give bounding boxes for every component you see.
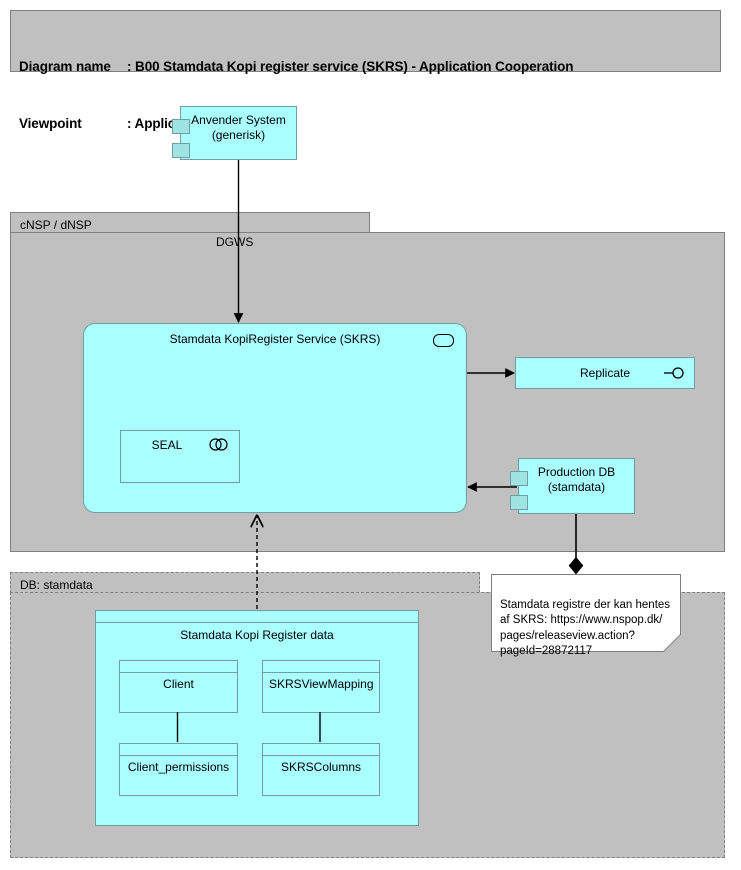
element-anvender-system-label: Anvender System (generisk) — [181, 113, 296, 143]
element-skrs-service[interactable]: Stamdata KopiRegister Service (SKRS) SEA… — [83, 323, 467, 513]
element-skr-data-label: Stamdata Kopi Register data — [180, 628, 334, 642]
element-seal-label: SEAL — [151, 438, 183, 452]
group-db-stamdata-header: DB: stamdata — [10, 572, 480, 593]
element-replicate-label: Replicate — [579, 366, 631, 380]
element-skrs-service-label: Stamdata KopiRegister Service (SKRS) — [169, 332, 381, 346]
component-tab-upper-icon — [172, 119, 190, 134]
component-tab-lower-icon — [172, 143, 190, 158]
element-skr-data[interactable]: Stamdata Kopi Register data Client SKRSV… — [95, 610, 419, 826]
component-tab-lower-icon — [510, 495, 528, 510]
element-seal[interactable]: SEAL — [120, 430, 240, 483]
two-circles-icon — [209, 438, 228, 451]
diagram-name-label: Diagram name — [19, 59, 111, 74]
anvender-system-line1: Anvender System — [191, 113, 286, 127]
production-db-line2: (stamdata) — [547, 480, 606, 494]
note-line-1: Stamdata registre der kan hentes — [500, 598, 671, 611]
rounded-oval-icon — [433, 334, 454, 347]
group-cnsp-dnsp-header: cNSP / dNSP — [10, 212, 370, 233]
element-anvender-system[interactable]: Anvender System (generisk) — [172, 106, 297, 160]
note-line-3: pages/releaseview.action? — [500, 629, 635, 642]
note-line-2: af SKRS: https://www.nspop.dk/ — [500, 614, 663, 626]
element-skrs-view-mapping[interactable]: SKRSViewMapping — [262, 660, 380, 713]
note-fold-corner-icon — [662, 633, 681, 652]
connector-label-dgws: DGWS — [216, 235, 254, 249]
element-client-permissions[interactable]: Client_permissions — [119, 743, 238, 796]
viewpoint-sep: : — [127, 116, 135, 131]
note-line-4: pageId=28872117 — [500, 645, 593, 657]
anvender-system-line2: (generisk) — [211, 128, 266, 142]
element-skrs-columns[interactable]: SKRSColumns — [262, 743, 380, 796]
diagram-name-value: B00 Stamdata Kopi register service (SKRS… — [135, 59, 574, 74]
diagram-name-row: Diagram name: B00 Stamdata Kopi register… — [19, 57, 720, 76]
lollipop-interface-icon — [664, 367, 684, 379]
element-skrs-view-mapping-label: SKRSViewMapping — [269, 677, 374, 691]
diagram-title-banner: Diagram name: B00 Stamdata Kopi register… — [10, 10, 721, 131]
viewpoint-label: Viewpoint — [19, 116, 82, 131]
component-tab-upper-icon — [510, 471, 528, 486]
element-replicate[interactable]: Replicate — [515, 357, 695, 389]
production-db-line1: Production DB — [537, 465, 616, 479]
element-production-db[interactable]: Production DB (stamdata) — [510, 458, 635, 514]
diagram-name-sep: : — [127, 59, 136, 74]
note-stamdata-registre[interactable]: Stamdata registre der kan hentes af SKRS… — [491, 574, 681, 657]
element-client[interactable]: Client — [119, 660, 238, 713]
element-client-label: Client — [163, 677, 194, 691]
element-client-permissions-label: Client_permissions — [127, 760, 230, 774]
element-skrs-columns-label: SKRSColumns — [280, 760, 362, 774]
viewpoint-row: Viewpoint: Application Cooperation — [19, 114, 720, 133]
element-production-db-label: Production DB (stamdata) — [519, 465, 634, 495]
